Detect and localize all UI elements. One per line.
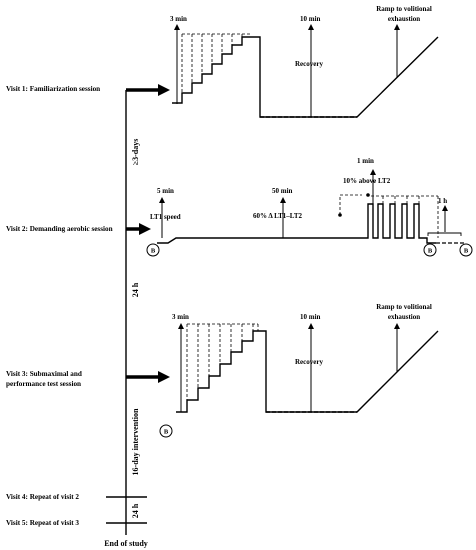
visit4-label: Visit 4: Repeat of visit 2 (6, 493, 79, 501)
visit3-dashed-stages (186, 323, 259, 400)
visit3-recovery-label: Recovery (295, 358, 323, 366)
visit3-recovery-time: 10 min (300, 313, 321, 321)
end-of-study-label: End of study (104, 539, 148, 548)
visit2-post-bracket (427, 232, 462, 236)
visit3-arrow (126, 371, 170, 383)
visit2-marker-dot-1 (338, 213, 342, 217)
visit3-label-line2: performance test session (6, 380, 81, 388)
gap2-label: 24 h (131, 282, 140, 297)
visit1-ramp-label-1: Ramp to volitional (376, 5, 432, 13)
visit2-steady-time: 50 min (272, 187, 293, 195)
visit2-label: Visit 2: Demanding aerobic session (6, 225, 113, 233)
gap4-label: 24 h (131, 503, 140, 518)
visit2-steady-label: 60% Δ LT1–LT2 (253, 212, 303, 220)
visit1-recovery-label: Recovery (295, 60, 323, 68)
gap1-label: ≥3-days (131, 139, 140, 166)
visit1-arrow (126, 84, 170, 96)
visit2-marker-dot-2 (366, 193, 370, 197)
gap3-label: 16-day intervention (131, 408, 140, 475)
visit1-recovery-time: 10 min (300, 15, 321, 23)
visit2-interval-time: 1 min (357, 157, 374, 165)
visit2-warmup-label: LT1 speed (150, 213, 181, 221)
visit2-interval-label: 10% above LT2 (343, 177, 391, 185)
visit5-label: Visit 5: Repeat of visit 3 (6, 519, 79, 527)
blood-marker-label: B (164, 429, 169, 436)
visit1-step-profile (172, 36, 439, 118)
visit3-step-time: 3 min (172, 313, 189, 321)
visit1-step-time: 3 min (170, 15, 187, 23)
visit1-protocol: 3 min 10 min Recovery Ramp to volitional… (170, 5, 439, 118)
visit3-protocol: 3 min 10 min Recovery Ramp to volitional… (159, 303, 439, 438)
visit2-arrow (126, 223, 151, 235)
visit1-label: Visit 1: Familiarization session (6, 85, 100, 93)
visit2-post-time: 1 h (438, 197, 447, 205)
visit2-interval-envelope (371, 195, 439, 238)
blood-marker-label: B (151, 248, 156, 255)
visit2-protocol: 5 min LT1 speed 50 min 60% Δ LT1–LT2 1 m… (146, 157, 473, 257)
visit3-blood-marker: B (159, 424, 173, 438)
visit3-ramp-label-2: exhaustion (388, 313, 420, 321)
visit2-warmup-time: 5 min (157, 187, 174, 195)
visit1-ramp-label-2: exhaustion (388, 15, 420, 23)
blood-marker-label: B (464, 248, 469, 255)
visit2-intensity-pointer (339, 194, 362, 215)
visit2-workload-profile (157, 203, 466, 244)
visit2-blood-marker-post: B (423, 243, 437, 257)
visit3-ramp-label-1: Ramp to volitional (376, 303, 432, 311)
visit2-blood-marker-1h: B (459, 243, 473, 257)
blood-marker-label: B (428, 248, 433, 255)
visit3-label-line1: Visit 3: Submaximal and (6, 370, 82, 378)
visit2-blood-marker-pre: B (146, 243, 160, 257)
visit3-step-profile (176, 330, 439, 413)
visit1-dashed-stages (181, 33, 252, 93)
